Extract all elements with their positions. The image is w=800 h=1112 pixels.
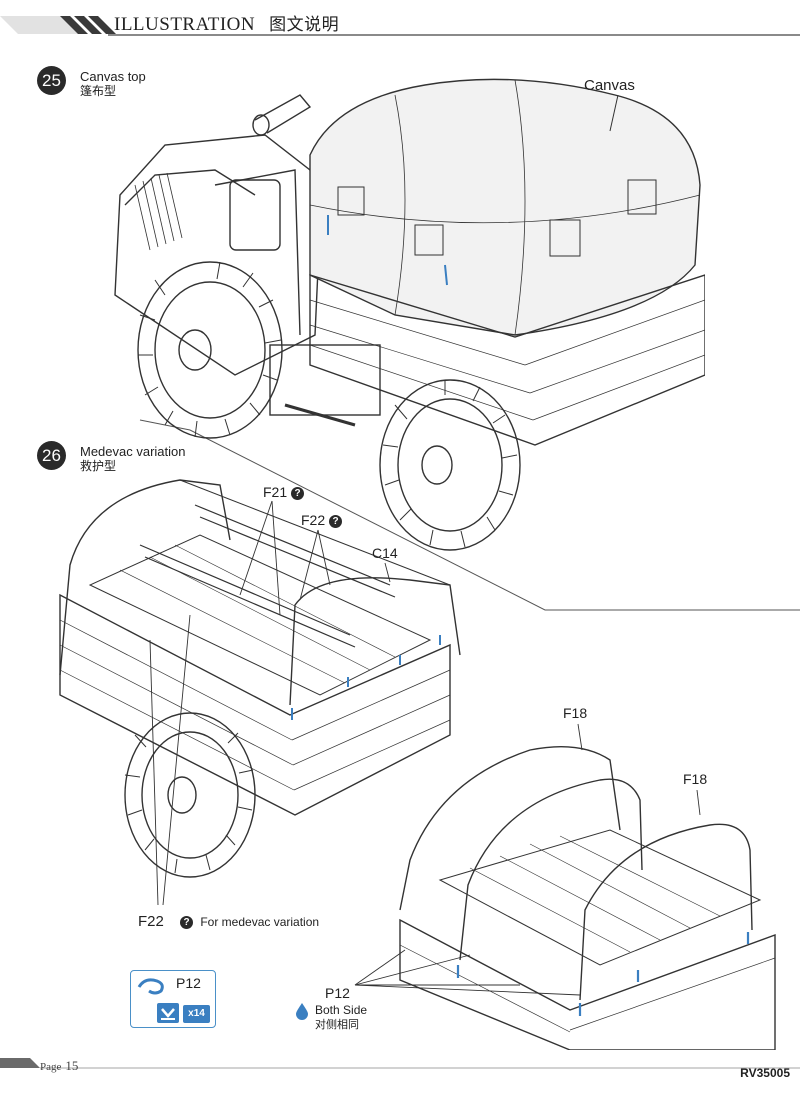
f22-bottom-callout: F22 xyxy=(138,913,164,930)
step-25-title: Canvas top 篷布型 xyxy=(80,69,146,98)
f21-callout: F21 ? xyxy=(263,484,305,500)
decal-label: P12 xyxy=(176,975,201,991)
footer-bar xyxy=(0,1058,800,1069)
question-badge: ? xyxy=(180,916,193,930)
f22-top-callout: F22 ? xyxy=(301,512,343,528)
step-25-badge: 25 xyxy=(37,66,66,95)
medevac-note: ? For medevac variation xyxy=(180,915,319,930)
product-code: RV35005 xyxy=(740,1066,790,1080)
decal-panel: P12 x14 xyxy=(130,970,216,1028)
header-stripes xyxy=(0,16,800,36)
c14-callout: C14 xyxy=(372,545,398,561)
dip-water-icon xyxy=(157,1003,179,1023)
drop-icon xyxy=(296,1003,308,1020)
decal-curl-icon xyxy=(137,978,164,995)
step-26-title: Medevac variation 救护型 xyxy=(80,444,186,473)
question-badge: ? xyxy=(291,486,305,500)
decal-count: x14 xyxy=(183,1005,210,1023)
canvas-top-illustration xyxy=(114,78,705,551)
frame-hoops-illustration xyxy=(399,746,776,1050)
f18-right-callout: F18 xyxy=(683,771,708,787)
f18-left-callout: F18 xyxy=(563,705,588,721)
both-side-note: Both Side 对侧相同 xyxy=(315,1003,368,1031)
question-badge: ? xyxy=(329,514,343,528)
p12-callout: P12 xyxy=(325,985,350,1001)
canvas-callout: Canvas xyxy=(584,77,635,94)
step-26-badge: 26 xyxy=(37,441,66,470)
medevac-illustration xyxy=(59,479,461,878)
canvas-leader-line xyxy=(609,95,619,132)
